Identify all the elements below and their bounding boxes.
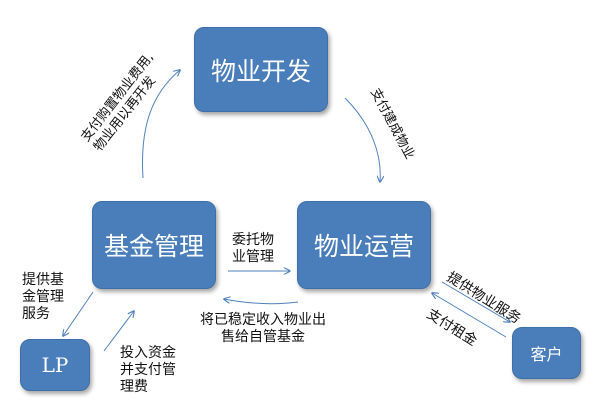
- arrow-ops-to-client: [441, 281, 510, 322]
- edge-label-fund-to-lp: 提供基 金管理 服务: [22, 272, 64, 322]
- node-property-operation: 物业运营: [297, 201, 431, 289]
- arrow-fund-to-lp: [63, 291, 94, 336]
- arrow-client-to-ops: [432, 293, 507, 338]
- arrow-fund-to-dev: [142, 70, 180, 179]
- edge-label-fund-to-ops: 委托物 业管理: [232, 232, 274, 265]
- node-label: 客户: [530, 345, 563, 364]
- node-client: 客户: [512, 327, 581, 379]
- edge-label-ops-to-fund: 将已稳定收入物业出 售给自管基金: [200, 312, 326, 345]
- node-label: 物业运营: [313, 232, 414, 261]
- node-lp: LP: [20, 339, 90, 391]
- node-property-development: 物业开发: [194, 27, 328, 112]
- node-label: LP: [41, 353, 69, 377]
- edge-label-lp-to-fund: 投入资金 并支付管 理费: [120, 345, 176, 395]
- node-label: 物业开发: [210, 56, 311, 86]
- node-fund-management: 基金管理: [92, 201, 216, 289]
- arrow-lp-to-fund: [103, 311, 134, 352]
- arrow-dev-to-ops: [344, 97, 380, 182]
- arrow-ops-to-fund: [224, 299, 299, 305]
- node-label: 基金管理: [103, 232, 204, 261]
